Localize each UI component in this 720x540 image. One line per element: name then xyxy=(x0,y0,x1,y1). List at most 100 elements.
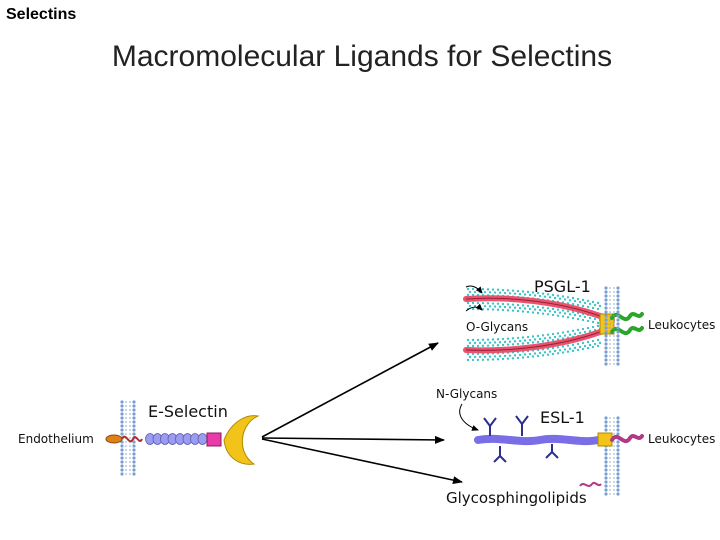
lipid-head xyxy=(604,334,608,338)
lipid-head xyxy=(604,342,608,346)
o-glycan-dot xyxy=(576,342,580,346)
o-glycan-dot xyxy=(478,341,482,345)
o-glycan-dot xyxy=(501,308,505,312)
lipid-head xyxy=(616,298,620,302)
o-glycan-dot xyxy=(518,353,522,357)
o-glycan-dot xyxy=(466,344,470,348)
o-glycan-dot xyxy=(536,340,540,344)
o-glycan-dot xyxy=(571,343,575,347)
o-glycan-dot xyxy=(528,293,532,297)
o-glycan-dot xyxy=(566,310,570,313)
o-glycan-dot xyxy=(556,352,560,355)
o-glycan-dot xyxy=(533,352,537,355)
lipid-head xyxy=(616,428,620,432)
o-glycan-dot xyxy=(563,334,567,337)
lipid-head xyxy=(132,448,136,452)
e-selectin xyxy=(105,415,260,465)
o-glycan-dot xyxy=(466,338,470,342)
o-glycan-dot xyxy=(521,342,525,345)
o-glycan-dot xyxy=(503,305,507,309)
lipid-head xyxy=(616,302,620,306)
slide-title: Macromolecular Ligands for Selectins xyxy=(111,40,613,73)
o-glycan-dot xyxy=(573,332,577,336)
o-glycan-dot xyxy=(556,332,560,335)
o-glycan-dot xyxy=(513,292,517,295)
o-glycan-dot xyxy=(491,344,495,347)
lipid-head xyxy=(132,456,136,460)
lipid-head xyxy=(616,460,620,464)
lipid-head xyxy=(616,488,620,492)
o-glycan-dot xyxy=(593,317,597,321)
lipid-head xyxy=(616,456,620,460)
o-glycan-dot xyxy=(521,304,525,307)
o-glycan-dot xyxy=(511,303,515,306)
o-glycan-dot xyxy=(501,302,505,306)
lipid-head xyxy=(616,480,620,484)
lipid-head xyxy=(616,424,620,428)
o-glycan-dot xyxy=(526,355,530,359)
o-glycan-dot xyxy=(486,308,490,311)
lipid-head xyxy=(132,400,136,404)
arrow-to-glycosphingolipids xyxy=(261,438,463,485)
o-glycan-dot xyxy=(526,310,530,314)
o-glycan-dot xyxy=(551,338,555,342)
o-glycan-dot xyxy=(548,310,552,313)
o-glycan-dot xyxy=(496,302,500,305)
lipid-head xyxy=(120,420,124,424)
o-glycan-dot xyxy=(486,358,490,361)
leukocytes-mid-label: Leukocytes xyxy=(648,432,715,446)
o-glycan-dot xyxy=(593,303,597,307)
glycosphingolipid-chain xyxy=(579,481,602,487)
o-glycan-dot xyxy=(586,326,590,330)
o-glycan-dot xyxy=(556,308,560,311)
lipid-head xyxy=(604,306,608,310)
psgl1-label: PSGL-1 xyxy=(534,277,591,296)
lipid-head xyxy=(132,440,136,444)
o-glycan-dot xyxy=(516,289,520,293)
o-glycan-dot xyxy=(581,298,585,302)
o-glycan-dot xyxy=(573,299,577,303)
o-glycan-dot xyxy=(541,312,545,315)
o-glycan-dot xyxy=(563,348,567,351)
o-glycan-dot xyxy=(591,300,595,304)
lipid-head xyxy=(604,346,608,350)
o-glycan-dot xyxy=(561,315,565,318)
lipid-head xyxy=(616,464,620,468)
o-glycan-dot xyxy=(536,334,540,338)
o-glycan-dot xyxy=(471,301,475,305)
o-glycan-dot xyxy=(576,348,580,352)
lipid-head xyxy=(604,354,608,358)
lipid-head xyxy=(604,448,608,452)
lipid-head xyxy=(616,432,620,436)
lipid-head xyxy=(604,480,608,484)
o-glycan-dot xyxy=(533,294,537,297)
lipid-head xyxy=(616,468,620,472)
o-glycan-dot xyxy=(501,288,505,292)
lipid-head xyxy=(132,420,136,424)
o-glycan-dot xyxy=(591,325,595,329)
lipid-head xyxy=(616,286,620,290)
lipid-head xyxy=(132,416,136,420)
e-selectin-label: E-Selectin xyxy=(148,402,228,421)
leukocyte-membrane-mid xyxy=(604,416,620,496)
o-glycan-dot xyxy=(596,324,600,328)
o-glycan-dot xyxy=(523,339,527,342)
n-glycan-2 xyxy=(515,415,529,436)
o-glycan-dot xyxy=(481,301,485,305)
top-pointer-arrow xyxy=(465,285,483,294)
o-glycan-dot xyxy=(526,304,530,308)
o-glycan-dot xyxy=(541,292,545,295)
o-glycan-dot xyxy=(538,308,542,312)
o-glycan-dot xyxy=(493,341,497,344)
endothelium-membrane xyxy=(120,400,136,476)
o-glycan-dot xyxy=(591,306,595,310)
wavy-magenta xyxy=(610,434,644,444)
lipid-head xyxy=(120,428,124,432)
o-glycan-dot xyxy=(503,291,507,295)
o-glycan-dot xyxy=(468,304,472,308)
o-glycan-dot xyxy=(583,344,587,348)
o-glycan-dot xyxy=(488,355,492,358)
o-glycan-dot xyxy=(581,304,585,308)
o-glycan-dot xyxy=(553,310,557,314)
lipid-head xyxy=(616,346,620,350)
